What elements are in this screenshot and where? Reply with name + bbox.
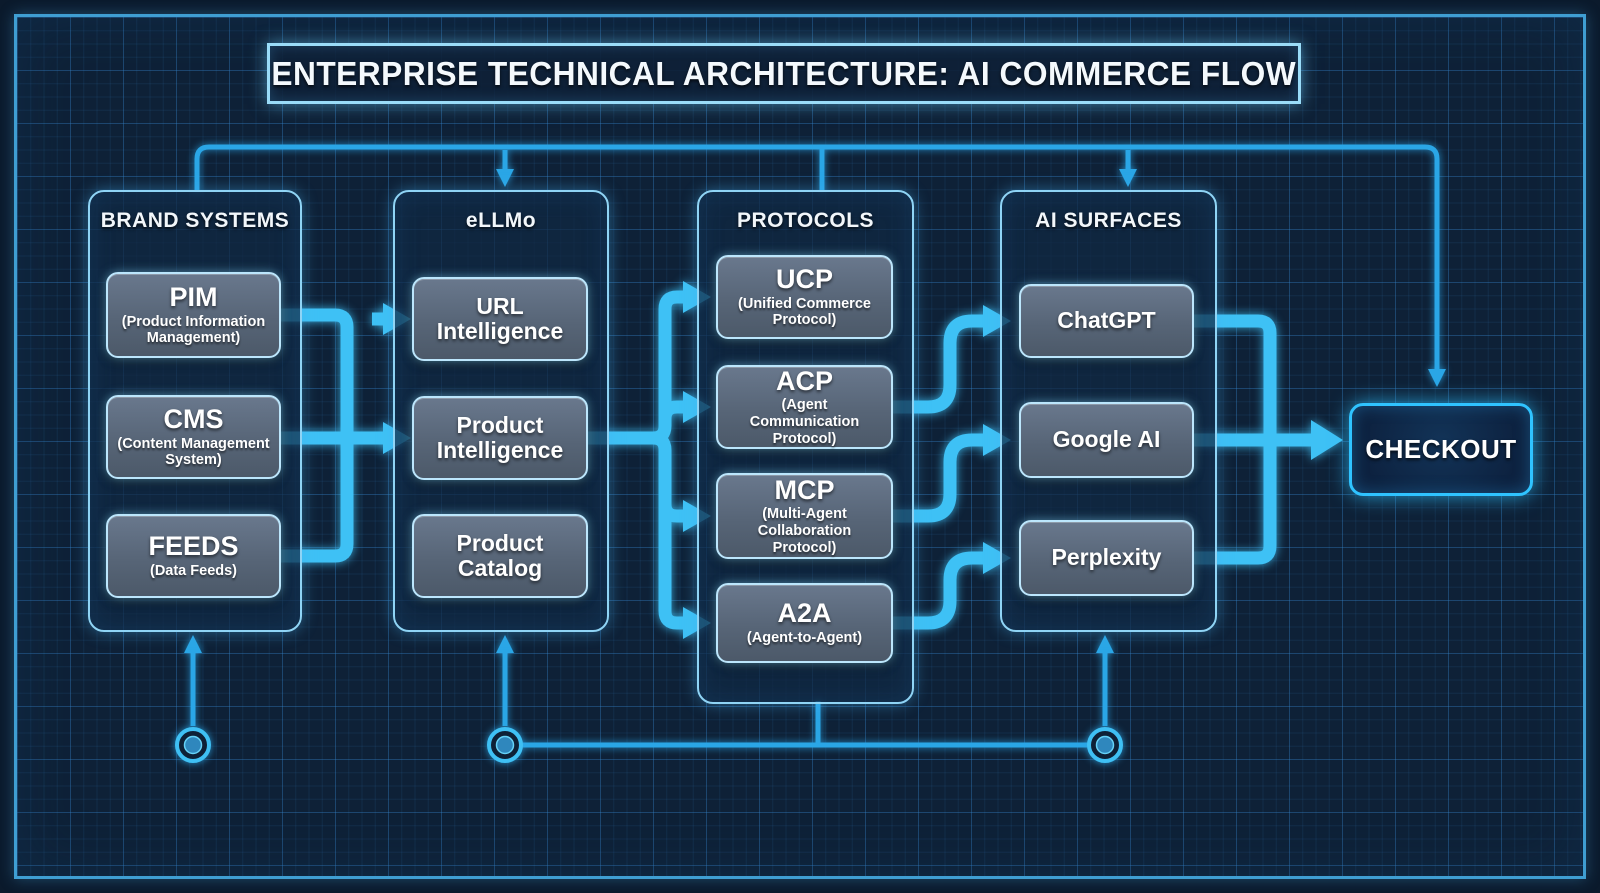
node-cms: CMS (Content Management System) (106, 395, 281, 479)
node-checkout-label: CHECKOUT (1365, 434, 1517, 464)
node-a2a-title: A2A (777, 598, 832, 629)
node-pim-subtitle: (Product Information Management) (121, 313, 266, 347)
node-perplexity-title: Perplexity (1051, 544, 1162, 571)
node-pim-title: PIM (169, 282, 218, 313)
node-product-catalog: Product Catalog (412, 514, 588, 598)
node-cms-subtitle: (Content Management System) (117, 435, 270, 469)
node-url-intelligence: URL Intelligence (412, 277, 588, 361)
node-mcp-subtitle: (Multi-Agent Collaboration Protocol) (757, 506, 852, 556)
node-product-intelligence-title: Product Intelligence (436, 411, 564, 463)
node-google-ai: Google AI (1019, 402, 1194, 478)
node-url-intelligence-title: URL Intelligence (436, 292, 564, 344)
column-brand-systems-label: BRAND SYSTEMS (100, 209, 290, 232)
node-mcp: MCP (Multi-Agent Collaboration Protocol) (716, 473, 893, 559)
column-ellmo-label: eLLMo (465, 209, 537, 232)
column-ai-surfaces-label: AI SURFACES (1035, 209, 1182, 232)
node-product-catalog-title: Product Catalog (456, 529, 544, 581)
title-box: ENTERPRISE TECHNICAL ARCHITECTURE: AI CO… (267, 43, 1301, 104)
node-ucp: UCP (Unified Commerce Protocol) (716, 255, 893, 339)
node-mcp-title: MCP (774, 474, 835, 505)
node-google-ai-title: Google AI (1052, 426, 1161, 453)
node-ucp-subtitle: (Unified Commerce Protocol) (738, 295, 871, 329)
node-ucp-title: UCP (775, 264, 833, 295)
node-acp: ACP (Agent Communication Protocol) (716, 365, 893, 449)
node-a2a: A2A (Agent-to-Agent) (716, 583, 893, 663)
node-chatgpt-title: ChatGPT (1057, 307, 1156, 334)
node-acp-title: ACP (775, 365, 833, 396)
page-title: ENTERPRISE TECHNICAL ARCHITECTURE: AI CO… (271, 54, 1297, 92)
node-acp-subtitle: (Agent Communication Protocol) (749, 397, 860, 447)
node-chatgpt: ChatGPT (1019, 284, 1194, 358)
node-feeds-subtitle: (Data Feeds) (149, 562, 238, 579)
node-checkout: CHECKOUT (1349, 403, 1533, 496)
node-a2a-subtitle: (Agent-to-Agent) (746, 629, 863, 646)
column-protocols-label: PROTOCOLS (736, 209, 875, 232)
node-feeds-title: FEEDS (148, 531, 239, 562)
node-product-intelligence: Product Intelligence (412, 396, 588, 480)
node-pim: PIM (Product Information Management) (106, 272, 281, 358)
node-feeds: FEEDS (Data Feeds) (106, 514, 281, 598)
node-perplexity: Perplexity (1019, 520, 1194, 596)
node-cms-title: CMS (163, 404, 224, 435)
